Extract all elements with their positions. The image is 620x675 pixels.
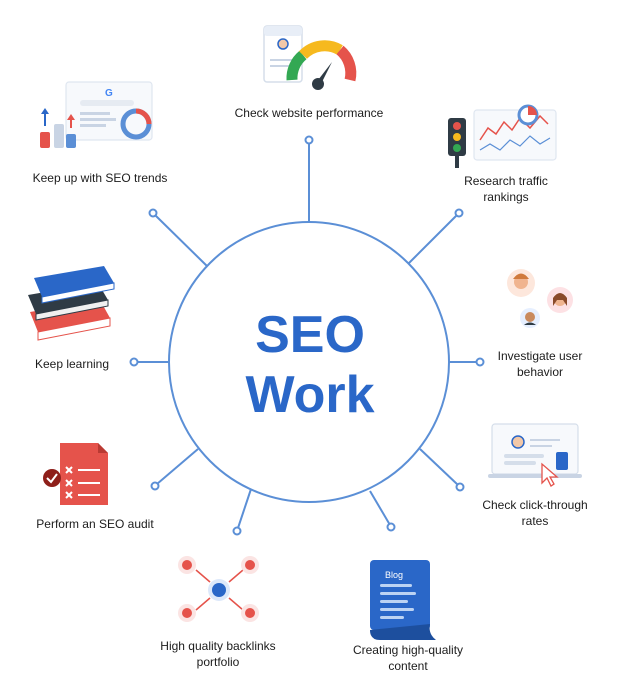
blog-scroll-icon bbox=[370, 560, 436, 640]
google-trends-icon bbox=[40, 81, 153, 148]
spoke-node-audit bbox=[150, 481, 160, 491]
label-ctr: Check click-through rates bbox=[470, 497, 600, 529]
center-title-line2: Work bbox=[245, 366, 375, 424]
center-circle bbox=[168, 221, 450, 503]
audit-checklist-icon bbox=[43, 443, 108, 505]
label-performance: Check website performance bbox=[209, 105, 409, 121]
backlinks-network-icon bbox=[178, 556, 259, 622]
label-backlinks-line2: portfolio bbox=[196, 655, 240, 669]
spoke-audit bbox=[156, 448, 199, 485]
spoke-content bbox=[369, 490, 391, 526]
spoke-node-learning bbox=[129, 357, 139, 367]
spoke-trends bbox=[154, 214, 209, 268]
google-logo-text: G bbox=[105, 88, 113, 99]
spoke-node-content bbox=[386, 522, 396, 532]
spoke-node-ctr bbox=[455, 482, 465, 492]
label-traffic: Research traffic rankings bbox=[446, 173, 566, 205]
click-cursor-icon bbox=[488, 423, 582, 487]
label-audit-line1: Perform an SEO audit bbox=[36, 517, 154, 531]
label-performance-line1: Check website performance bbox=[234, 106, 384, 120]
spoke-node-performance bbox=[304, 135, 314, 145]
label-backlinks-line1: High quality backlinks bbox=[160, 639, 276, 653]
spoke-node-trends bbox=[148, 208, 158, 218]
label-learning-line1: Keep learning bbox=[34, 357, 110, 371]
blog-icon-text: Blog bbox=[385, 570, 403, 580]
users-avatars-icon bbox=[507, 269, 573, 328]
label-backlinks: High quality backlinks portfolio bbox=[138, 638, 298, 670]
label-content: Creating high-quality content bbox=[333, 642, 483, 674]
label-content-line1: Creating high-quality bbox=[352, 643, 464, 657]
spoke-node-backlinks bbox=[232, 526, 242, 536]
label-trends-line1: Keep up with SEO trends bbox=[32, 171, 168, 185]
books-icon bbox=[28, 266, 115, 341]
speedometer-icon bbox=[263, 25, 357, 90]
label-behavior-line2: behavior bbox=[516, 365, 564, 379]
label-audit: Perform an SEO audit bbox=[20, 516, 170, 532]
spoke-node-traffic bbox=[454, 208, 464, 218]
label-traffic-line2: rankings bbox=[483, 190, 529, 204]
traffic-chart-icon bbox=[448, 104, 557, 168]
label-learning: Keep learning bbox=[22, 356, 122, 372]
label-content-line2: content bbox=[388, 659, 428, 673]
center-title-line1: SEO bbox=[255, 306, 365, 364]
label-traffic-line1: Research traffic bbox=[464, 174, 548, 188]
spoke-traffic bbox=[406, 214, 458, 266]
spoke-node-behavior bbox=[475, 357, 485, 367]
spoke-ctr bbox=[419, 448, 459, 486]
spoke-backlinks bbox=[237, 488, 252, 529]
connector-spokes bbox=[129, 135, 485, 536]
label-ctr-line1: Check click-through bbox=[482, 498, 588, 512]
label-behavior-line1: Investigate user bbox=[497, 349, 583, 363]
label-trends: Keep up with SEO trends bbox=[20, 170, 180, 186]
label-behavior: Investigate user behavior bbox=[480, 348, 600, 380]
label-ctr-line2: rates bbox=[521, 514, 549, 528]
